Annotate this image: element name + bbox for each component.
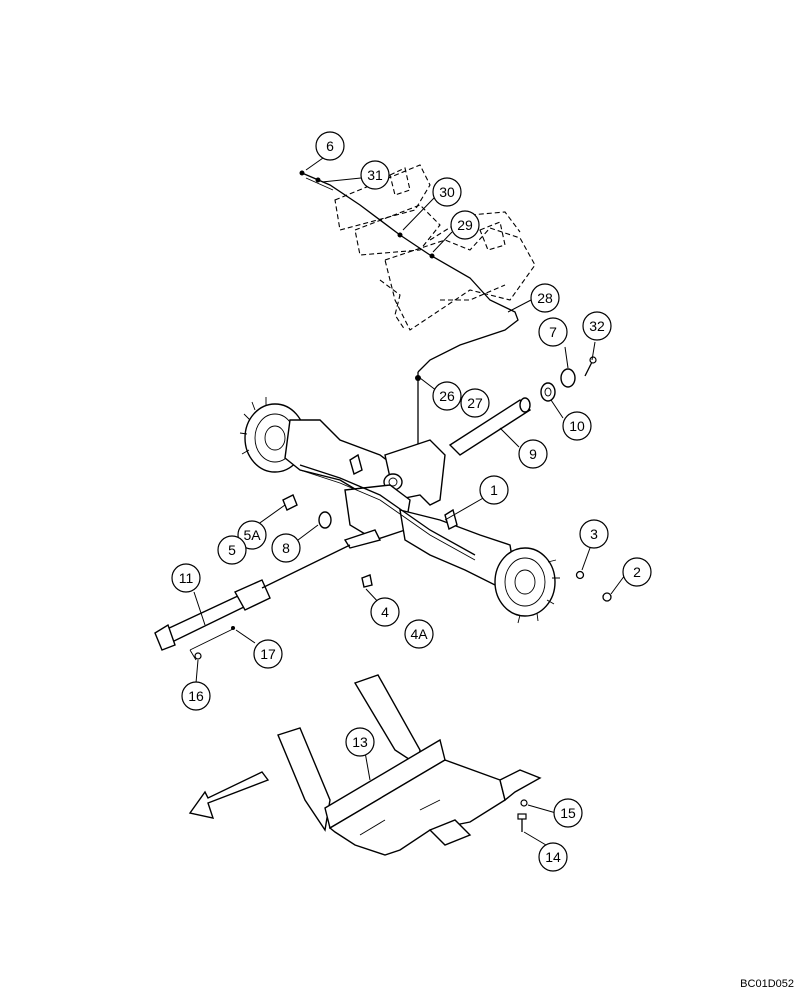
svg-text:15: 15 (560, 805, 576, 821)
svg-text:4: 4 (381, 604, 389, 620)
svg-text:2: 2 (633, 564, 641, 580)
svg-text:17: 17 (260, 646, 276, 662)
clip-30 (397, 232, 403, 238)
svg-text:5: 5 (228, 542, 236, 558)
nut-2 (602, 592, 612, 602)
clip-29 (429, 253, 435, 259)
callout-15: 15 (553, 798, 583, 828)
callout-27: 27 (460, 388, 490, 418)
callout-5A: 5A (237, 520, 267, 550)
callout-13: 13 (345, 727, 375, 757)
brake-line-tube (301, 172, 519, 460)
svg-text:14: 14 (545, 849, 561, 865)
svg-text:7: 7 (549, 324, 557, 340)
svg-text:13: 13 (352, 734, 368, 750)
washer-3 (575, 570, 585, 580)
callout-26: 26 (432, 381, 462, 411)
svg-text:1: 1 (490, 482, 498, 498)
callout-28: 28 (530, 283, 560, 313)
front-direction-arrow (188, 771, 270, 819)
callout-5: 5 (217, 535, 247, 565)
svg-text:32: 32 (589, 318, 605, 334)
svg-text:31: 31 (367, 167, 383, 183)
plug-5 (282, 494, 298, 511)
svg-text:16: 16 (188, 688, 204, 704)
svg-text:8: 8 (282, 540, 290, 556)
callout-16: 16 (181, 681, 211, 711)
svg-text:27: 27 (467, 395, 483, 411)
fitting-6 (299, 170, 305, 176)
svg-text:29: 29 (457, 217, 473, 233)
svg-text:3: 3 (590, 526, 598, 542)
callout-4: 4 (370, 597, 400, 627)
washer-7 (560, 368, 576, 388)
callout-29: 29 (450, 210, 480, 240)
callout-4A: 4A (404, 619, 434, 649)
callout-9: 9 (518, 439, 548, 469)
callout-31: 31 (360, 160, 390, 190)
callout-7: 7 (538, 317, 568, 347)
pin-17 (231, 626, 235, 630)
svg-text:30: 30 (439, 184, 455, 200)
drive-shaft-11 (154, 544, 351, 661)
callout-10: 10 (562, 411, 592, 441)
clip-31 (315, 177, 321, 183)
svg-text:26: 26 (439, 388, 455, 404)
nut-15 (520, 799, 528, 807)
washer-8 (318, 511, 332, 529)
callout-30: 30 (432, 177, 462, 207)
svg-text:6: 6 (326, 138, 334, 154)
washer-10-hole (544, 387, 552, 397)
callout-14: 14 (538, 842, 568, 872)
callout-2: 2 (622, 557, 652, 587)
callout-6: 6 (315, 131, 345, 161)
svg-text:28: 28 (537, 290, 553, 306)
bolt-16 (194, 652, 202, 660)
fitting-26 (415, 375, 421, 381)
callout-17: 17 (253, 639, 283, 669)
svg-text:4A: 4A (410, 626, 428, 642)
callout-3: 3 (579, 519, 609, 549)
bolt-32 (584, 361, 593, 377)
pivot-pin-9 (448, 397, 532, 456)
skid-plate-13 (277, 674, 542, 856)
svg-text:11: 11 (179, 570, 194, 586)
callout-11: 11 (171, 563, 201, 593)
bolt-32-head (589, 356, 597, 364)
bolt-14-head (517, 813, 527, 820)
svg-text:10: 10 (569, 418, 585, 434)
callout-8: 8 (271, 533, 301, 563)
callout-32: 32 (582, 311, 612, 341)
drawing-code: BC01D052 (740, 978, 794, 990)
svg-text:9: 9 (529, 446, 537, 462)
callout-1: 1 (479, 475, 509, 505)
svg-text:5A: 5A (243, 527, 261, 543)
frame-outline-dashed (334, 164, 536, 331)
washer-10 (540, 382, 556, 402)
axle-housing (239, 397, 560, 624)
plug-4 (361, 574, 373, 588)
